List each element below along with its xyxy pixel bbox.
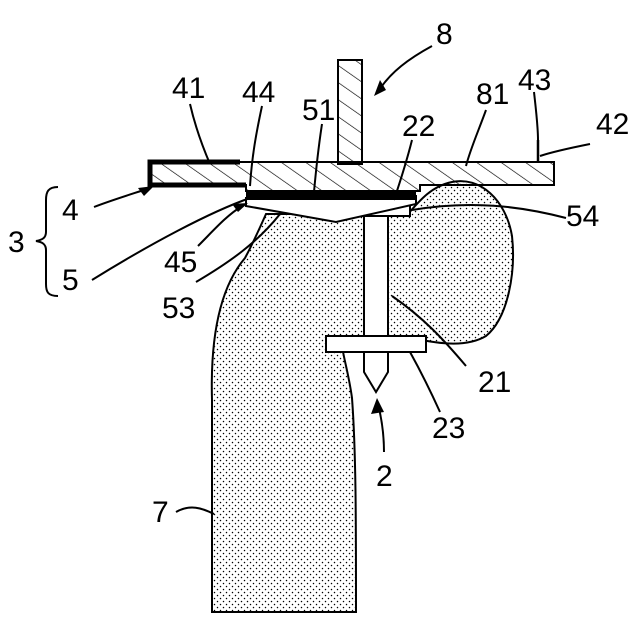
- bracket-3: [36, 187, 58, 296]
- leader-41: [190, 104, 210, 164]
- label-4: 4: [62, 194, 79, 227]
- fin-8: [338, 60, 362, 164]
- label-21: 21: [478, 366, 511, 399]
- label-51: 51: [302, 94, 335, 127]
- leader-7: [176, 508, 214, 514]
- label-41: 41: [172, 72, 205, 105]
- label-7: 7: [152, 496, 169, 529]
- leader-43: [534, 92, 538, 140]
- leader-23: [410, 352, 440, 412]
- label-23: 23: [432, 412, 465, 445]
- label-53: 53: [162, 292, 195, 325]
- label-42: 42: [596, 108, 629, 141]
- label-2: 2: [376, 460, 393, 493]
- leader-8: [378, 46, 432, 92]
- label-22: 22: [402, 110, 435, 143]
- strip-51: [246, 191, 416, 200]
- pin-shaft-21: [364, 214, 388, 338]
- leader-45: [198, 206, 242, 246]
- pin-flange-23: [326, 336, 426, 352]
- label-43: 43: [518, 64, 551, 97]
- label-54: 54: [566, 200, 599, 233]
- label-45: 45: [164, 246, 197, 279]
- label-44: 44: [242, 76, 275, 109]
- label-5: 5: [62, 264, 79, 297]
- arrow-2: [371, 398, 384, 414]
- leader-42: [540, 144, 590, 156]
- label-3: 3: [8, 226, 25, 259]
- pin-tip: [364, 352, 388, 392]
- label-8: 8: [436, 18, 453, 51]
- arrow-4: [138, 186, 154, 196]
- label-81: 81: [476, 78, 509, 111]
- body-7-shape: [212, 181, 513, 612]
- leader-81: [466, 110, 486, 166]
